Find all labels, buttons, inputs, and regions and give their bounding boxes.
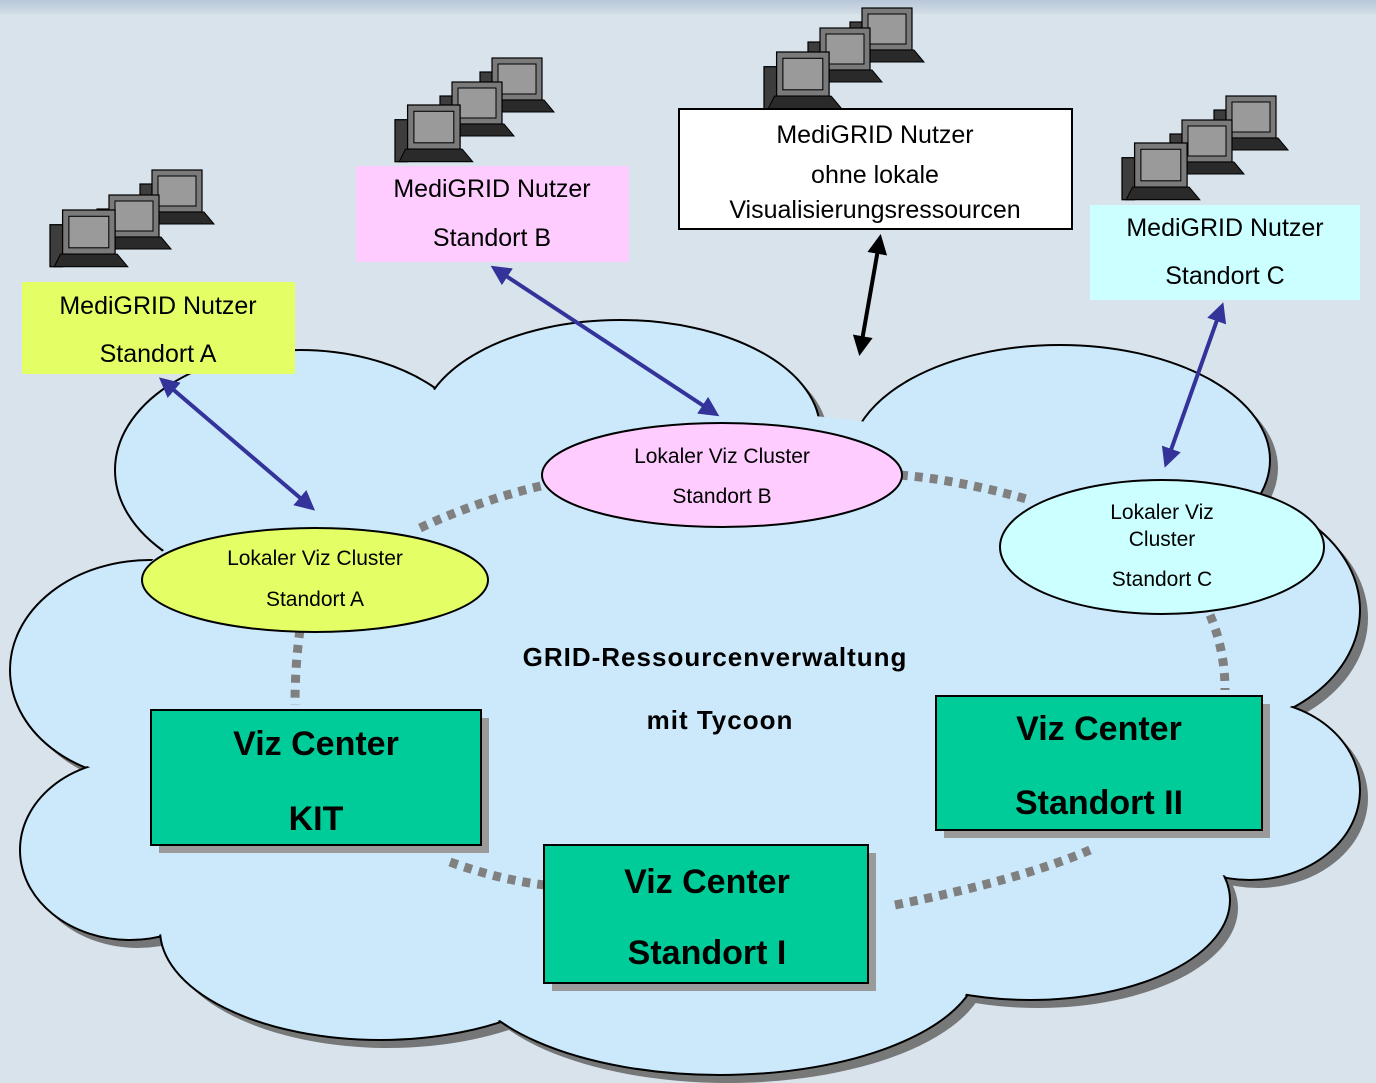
viz-center-kit: Viz Center KIT [150, 709, 489, 853]
user-box-standort-b: MediGRID Nutzer Standort B [356, 166, 629, 262]
viz-center-standort-1: Viz Center Standort I [543, 844, 876, 991]
center-kit-line1: Viz Center [233, 725, 399, 763]
center-1-line2: Standort I [628, 934, 787, 972]
user-noviz-line3: Visualisierungsressourcen [729, 196, 1020, 224]
cluster-standort-b: Lokaler Viz Cluster Standort B [541, 422, 903, 528]
user-a-line1: MediGRID Nutzer [59, 292, 256, 320]
computers-icon-standort-a [49, 169, 215, 268]
arrow-standort-c [1161, 302, 1227, 468]
center-kit-line2: KIT [289, 800, 344, 838]
arrow-noviz [852, 234, 888, 356]
computers-icon-noviz [763, 7, 925, 110]
viz-center-standort-2: Viz Center Standort II [935, 695, 1270, 838]
dotted-ring [290, 470, 1230, 910]
cluster-a-line2: Standort A [266, 588, 364, 611]
user-noviz-line2: ohne lokale [811, 161, 939, 189]
user-noviz-line1: MediGRID Nutzer [776, 121, 973, 149]
cluster-c-line3: Standort C [1112, 568, 1212, 591]
arrow-standort-b [490, 265, 720, 417]
grid-label-line2: mit Tycoon [647, 705, 794, 735]
center-2-line1: Viz Center [1016, 710, 1182, 748]
user-box-noviz: MediGRID Nutzer ohne lokale Visualisieru… [678, 108, 1073, 230]
grid-label: GRID-Ressourcenverwaltung mit Tycoon [523, 642, 908, 735]
user-a-line2: Standort A [100, 340, 217, 368]
cluster-standort-c: Lokaler Viz Cluster Standort C [999, 479, 1325, 615]
center-2-line2: Standort II [1015, 784, 1183, 822]
center-1-line1: Viz Center [624, 863, 790, 901]
computers-icon-standort-b [394, 57, 555, 163]
arrows [158, 234, 1227, 511]
cluster-a-line1: Lokaler Viz Cluster [227, 547, 403, 570]
arrow-standort-a [158, 377, 316, 511]
cluster-c-line1: Lokaler Viz [1110, 501, 1214, 524]
top-banner-strip [0, 0, 1376, 14]
cluster-standort-a: Lokaler Viz Cluster Standort A [141, 527, 489, 633]
user-c-line1: MediGRID Nutzer [1126, 214, 1323, 242]
user-b-line2: Standort B [433, 224, 551, 252]
cluster-c-line2: Cluster [1129, 528, 1196, 551]
user-box-standort-a: MediGRID Nutzer Standort A [22, 282, 295, 374]
computers-icon-standort-c [1121, 95, 1289, 201]
user-box-standort-c: MediGRID Nutzer Standort C [1090, 205, 1360, 300]
user-b-line1: MediGRID Nutzer [393, 175, 590, 203]
grid-label-line1: GRID-Ressourcenverwaltung [523, 642, 908, 672]
cluster-b-line2: Standort B [672, 485, 771, 508]
cluster-b-line1: Lokaler Viz Cluster [634, 445, 810, 468]
user-c-line2: Standort C [1165, 262, 1285, 290]
